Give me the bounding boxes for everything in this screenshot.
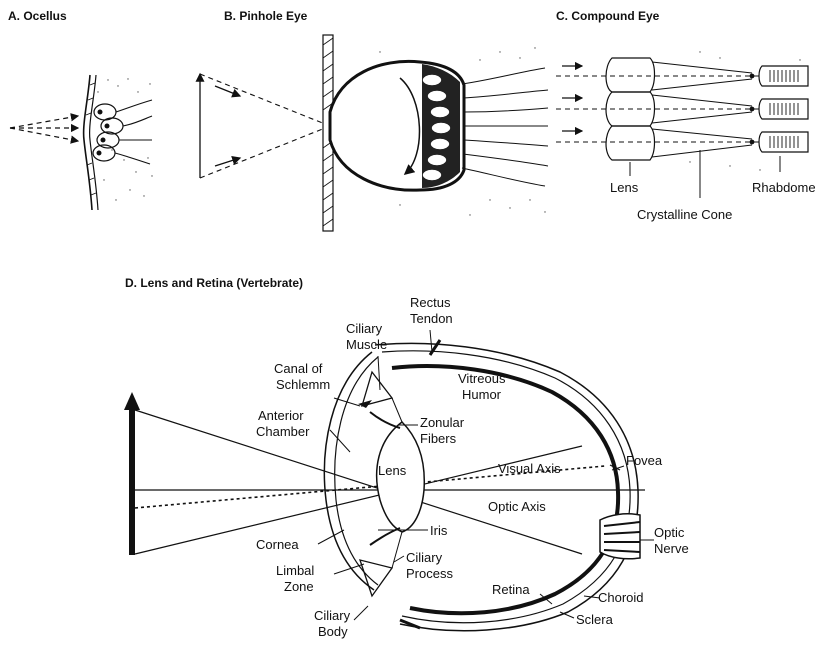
panel-compound-eye: C. Compound Eye: [556, 9, 816, 222]
panel-a-title: A. Ocellus: [8, 9, 67, 23]
label-rectus-tendon-2: Tendon: [410, 311, 453, 326]
label-limbal-zone-1: Limbal: [276, 563, 314, 578]
label-zonular-fibers-1: Zonular: [420, 415, 465, 430]
label-zonular-fibers-2: Fibers: [420, 431, 457, 446]
panel-c-title: C. Compound Eye: [556, 9, 660, 23]
label-cornea: Cornea: [256, 537, 299, 552]
panel-ocellus: A. Ocellus: [8, 9, 153, 210]
label-fovea: Fovea: [626, 453, 663, 468]
rhabdome-striations: [770, 70, 798, 148]
label-ciliary-body-2: Body: [318, 624, 348, 639]
label-ciliary-process-1: Ciliary: [406, 550, 443, 565]
label-crystalline-cone: Crystalline Cone: [637, 207, 732, 222]
label-ciliary-muscle-1: Ciliary: [346, 321, 383, 336]
label-choroid: Choroid: [598, 590, 644, 605]
label-canal-of-schlemm-2: Schlemm: [276, 377, 330, 392]
label-ciliary-body-1: Ciliary: [314, 608, 351, 623]
label-vitreous-humor-1: Vitreous: [458, 371, 506, 386]
label-optic-axis: Optic Axis: [488, 499, 546, 514]
label-limbal-zone-2: Zone: [284, 579, 314, 594]
label-lens: Lens: [378, 463, 407, 478]
ocellus-drawing: [10, 75, 153, 210]
panel-pinhole-eye: B. Pinhole Eye: [200, 9, 548, 231]
label-rectus-tendon-1: Rectus: [410, 295, 451, 310]
label-ciliary-muscle-2: Muscle: [346, 337, 387, 352]
vertebrate-eye-drawing: [124, 330, 654, 631]
label-canal-of-schlemm-1: Canal of: [274, 361, 323, 376]
pinhole-eye-drawing: [200, 35, 548, 231]
label-rhabdome: Rhabdome: [752, 180, 816, 195]
label-iris: Iris: [430, 523, 448, 538]
label-anterior-chamber-1: Anterior: [258, 408, 304, 423]
panel-d-title: D. Lens and Retina (Vertebrate): [125, 276, 303, 290]
label-anterior-chamber-2: Chamber: [256, 424, 310, 439]
panel-vertebrate-eye: D. Lens and Retina (Vertebrate): [124, 276, 689, 639]
label-retina: Retina: [492, 582, 530, 597]
label-ciliary-process-2: Process: [406, 566, 453, 581]
label-visual-axis: Visual Axis: [498, 461, 561, 476]
label-optic-nerve-2: Nerve: [654, 541, 689, 556]
label-vitreous-humor-2: Humor: [462, 387, 502, 402]
label-sclera: Sclera: [576, 612, 614, 627]
label-lens-compound: Lens: [610, 180, 639, 195]
panel-b-title: B. Pinhole Eye: [224, 9, 308, 23]
compound-eye-drawing: [556, 51, 808, 198]
label-optic-nerve-1: Optic: [654, 525, 685, 540]
